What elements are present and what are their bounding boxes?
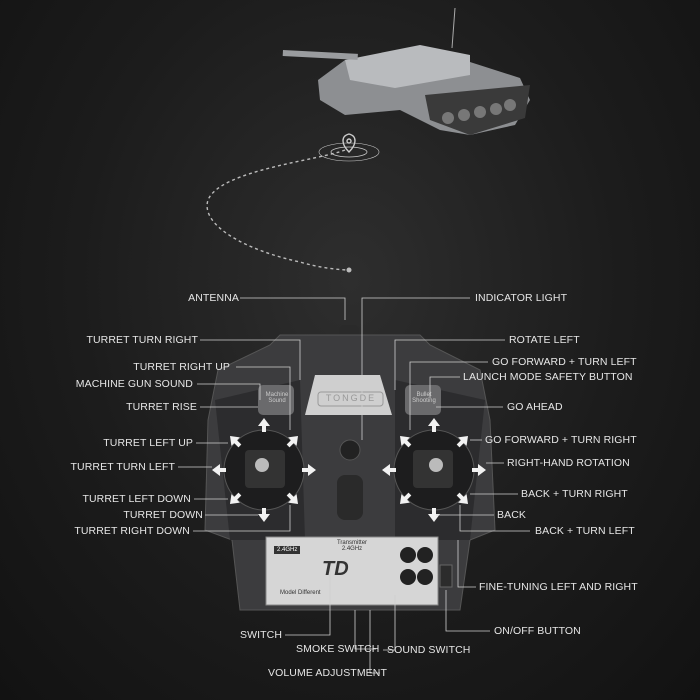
frequency-badge: 2.4GHz — [274, 546, 301, 554]
leader-lines — [178, 297, 530, 674]
path-end-dot — [346, 267, 352, 273]
label-go-ahead: GO AHEAD — [507, 401, 563, 413]
label-back-turn-right: BACK + TURN RIGHT — [521, 488, 628, 500]
tank-image — [282, 7, 530, 135]
label-back: BACK — [497, 509, 526, 521]
label-turret-right-up: TURRET RIGHT UP — [133, 361, 230, 373]
label-go-forward-turn-right: GO FORWARD + TURN RIGHT — [485, 434, 637, 446]
label-sound-switch: SOUND SWITCH — [387, 644, 471, 656]
left-joystick — [255, 458, 269, 472]
label-turret-turn-left: TURRET TURN LEFT — [70, 461, 175, 473]
label-right-hand-rotation: RIGHT-HAND ROTATION — [507, 457, 630, 469]
indicator-light — [339, 439, 361, 461]
label-switch: SWITCH — [240, 629, 283, 641]
label-launch-mode-safety-button: LAUNCH MODE SAFETY BUTTON — [463, 371, 633, 383]
bullet-shooting-panel-text: Bullet Shooting — [412, 392, 436, 404]
label-turret-rise: TURRET RISE — [126, 401, 197, 413]
model-text: Model Different — [280, 590, 321, 596]
label-go-forward-turn-left: GO FORWARD + TURN LEFT — [492, 356, 637, 368]
td-logo: TD — [322, 558, 349, 580]
location-pin-icon — [318, 133, 380, 162]
label-turret-left-down: TURRET LEFT DOWN — [82, 493, 191, 505]
right-joystick — [429, 458, 443, 472]
label-antenna: ANTENNA — [188, 292, 239, 304]
transmitter-text: Transmitter 2.4GHz — [336, 540, 368, 552]
label-on-off-button: ON/OFF BUTTON — [494, 625, 581, 637]
remote-controller — [204, 325, 496, 611]
label-turret-down: TURRET DOWN — [123, 509, 203, 521]
label-turret-left-up: TURRET LEFT UP — [103, 437, 193, 449]
label-turret-turn-right: TURRET TURN RIGHT — [86, 334, 198, 346]
brand-plate — [305, 375, 392, 415]
label-fine-tuning: FINE-TUNING LEFT AND RIGHT — [479, 581, 638, 593]
label-machine-gun-sound: MACHINE GUN SOUND — [75, 378, 193, 390]
label-turret-right-down: TURRET RIGHT DOWN — [74, 525, 190, 537]
label-rotate-left: ROTATE LEFT — [509, 334, 580, 346]
machine-sound-panel-text: Machine Sound — [265, 392, 289, 404]
label-indicator-light: INDICATOR LIGHT — [475, 292, 568, 304]
brand-plate-text: TONGDE — [325, 393, 377, 403]
route-path — [206, 149, 351, 271]
label-back-turn-left: BACK + TURN LEFT — [535, 525, 635, 537]
label-smoke-switch: SMOKE SWITCH — [296, 643, 380, 655]
label-volume-adjustment: VOLUME ADJUSTMENT — [268, 667, 387, 679]
